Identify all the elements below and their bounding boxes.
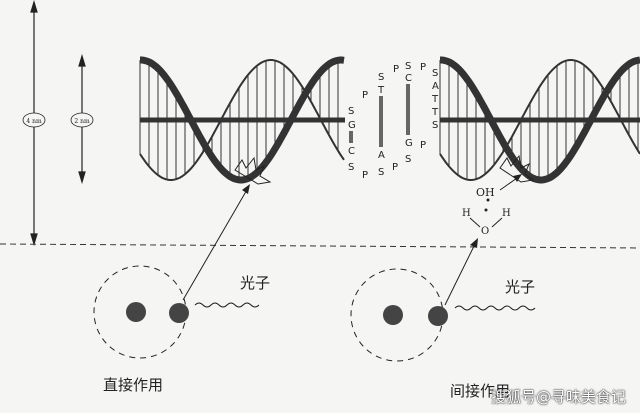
phosphate-letter: P (420, 62, 426, 73)
phosphate-letter: P (392, 162, 398, 173)
oh-radical-label: OH (476, 186, 495, 199)
base-letter: S (405, 154, 411, 165)
scale-4nm-label: 4 nm (26, 118, 42, 125)
bond-left (469, 217, 481, 228)
electron-indirect (428, 306, 448, 326)
dna-left-strand-2 (139, 59, 345, 181)
electron-direct (169, 303, 189, 323)
base-letter: C (405, 73, 412, 84)
base-letter: S (432, 68, 438, 79)
base-letter: G (405, 138, 413, 149)
dna-helices (139, 56, 640, 184)
radical-arrowhead (513, 174, 522, 182)
watermark: 搜狐号@寻味美食记 (490, 388, 626, 406)
base-letter: C (348, 146, 355, 157)
nucleus-direct (126, 302, 146, 322)
base-letter: S (378, 72, 384, 83)
base-letter: A (378, 150, 385, 161)
dna-left-strand-1 (140, 56, 345, 184)
base-letter: S (405, 61, 411, 72)
damage-burst-indirect (499, 154, 535, 183)
indirect-action-label: 间接作用 (450, 382, 510, 400)
electron-track-indirect (444, 241, 477, 306)
base-letter: T (431, 94, 439, 105)
electron-dot (484, 208, 488, 212)
nucleus-indirect (383, 305, 403, 325)
scale-2nm-label: 2 nm (74, 118, 90, 125)
base-letter: S (432, 120, 438, 131)
radical-dot (486, 198, 490, 202)
electron-track-direct (182, 187, 249, 301)
base-letter: S (348, 106, 354, 117)
base-letter: S (378, 167, 384, 178)
direct-action-label: 直接作用 (103, 376, 163, 394)
arrowhead-indirect (470, 238, 478, 248)
base-letter: G (348, 120, 356, 131)
phosphate-letter: P (362, 170, 368, 181)
base-pair-bond (406, 84, 410, 135)
water-o: O (481, 226, 489, 237)
water-h-left: H (462, 208, 471, 219)
photon-wave-indirect (454, 305, 536, 311)
water-h-right: H (502, 208, 511, 219)
base-pair-bond (349, 131, 353, 143)
base-pair-bond (379, 96, 383, 147)
dna-right-strand-1 (440, 56, 640, 184)
phosphate-letter: P (420, 140, 426, 151)
damage-burst-direct (234, 156, 272, 185)
photon-label-indirect: 光子 (505, 278, 535, 296)
photon-label-direct: 光子 (240, 274, 270, 292)
divider-line (0, 243, 640, 249)
base-letter: A (432, 81, 439, 92)
photon-wave-direct (194, 302, 260, 308)
base-letter: S (348, 162, 354, 173)
phosphate-letter: P (362, 90, 368, 101)
dna-right-strand-2 (439, 59, 640, 181)
arrowhead-direct (242, 184, 250, 194)
base-letter: T (377, 85, 385, 96)
base-letter: T (431, 107, 439, 118)
phosphate-letter: P (393, 64, 399, 75)
bond-right (491, 217, 503, 228)
